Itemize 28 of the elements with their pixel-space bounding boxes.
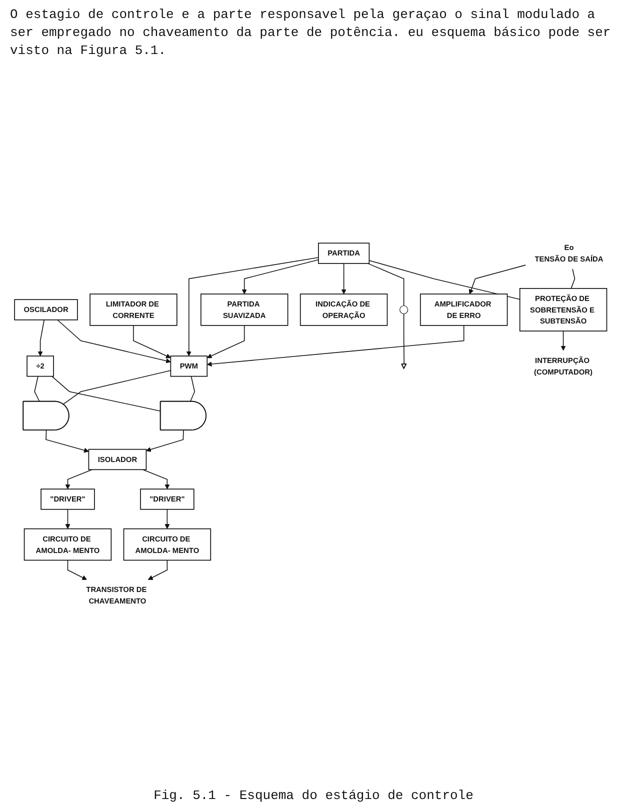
arrow: [65, 469, 92, 490]
arrow: [46, 430, 89, 453]
connector: [62, 370, 172, 405]
arrow: [38, 319, 45, 356]
arrow: [57, 319, 171, 364]
arrow: [164, 508, 170, 529]
arrow: [146, 430, 184, 452]
connector: [368, 260, 520, 300]
arrow: [142, 469, 170, 490]
arrow: [186, 257, 319, 356]
arrow: [148, 560, 168, 580]
arrow: [206, 325, 464, 367]
connector: [190, 376, 196, 402]
arrow: [560, 330, 566, 351]
figure-caption: Fig. 5.1 - Esquema do estágio de controle: [152, 788, 474, 803]
arrow: [65, 508, 70, 529]
arrow: [206, 325, 245, 358]
connector: [570, 268, 576, 289]
arrow: [242, 259, 319, 294]
connector: [34, 376, 40, 402]
node-switch: [400, 305, 408, 314]
connector: [52, 376, 162, 412]
arrow: [341, 262, 346, 294]
arrow: [133, 325, 171, 358]
arrow: [67, 560, 87, 580]
paragraph: O estagio de controle e a parte responsavel pela geraçao o sinal modulado a ser empregado no chaveamento da parte de potência. eu esquema básico pode ser visto na Figura 5.1.: [10, 6, 612, 60]
connector: [403, 313, 404, 365]
arrow: [468, 264, 526, 294]
